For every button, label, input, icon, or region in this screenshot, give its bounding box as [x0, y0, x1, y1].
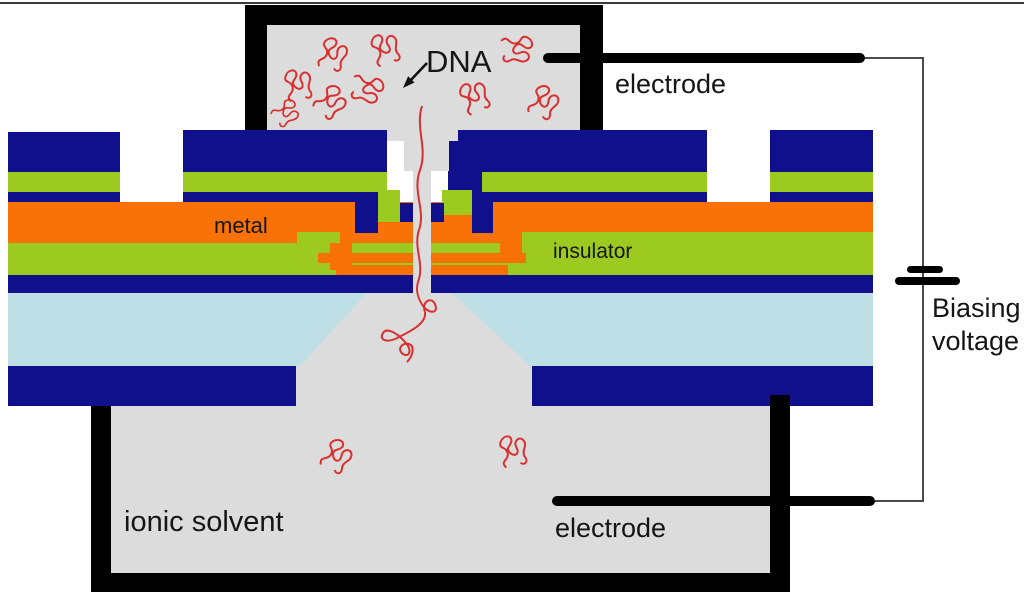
biasing-voltage-label: Biasing voltage [932, 292, 1021, 358]
bottom-chamber-wall-left [91, 406, 111, 592]
bottom-chamber-wall-right [770, 395, 790, 592]
insulator-label: insulator [553, 240, 633, 263]
pore-funnel-top-wide [387, 126, 458, 141]
pore-step-green-right [442, 190, 472, 215]
pore-step-blue-left2 [400, 203, 413, 222]
layer-insulator-right-ext [522, 232, 873, 243]
top-chamber-interior [267, 25, 580, 130]
pore-funnel-bottom-throat [296, 366, 532, 406]
layer-topblue-seg1 [8, 132, 120, 172]
layer-thinblue-seg2 [183, 192, 387, 202]
layer-topgreen-seg4 [770, 172, 873, 192]
layer-metal-finger-left [340, 232, 413, 243]
wire-top-horizontal [865, 57, 924, 59]
dna-arrow-icon [403, 62, 428, 88]
layer-topgreen-seg1 [8, 172, 120, 192]
dna-molecule-icon [350, 74, 386, 105]
dna-strand-icon [380, 105, 437, 363]
biasing-voltage-line2: voltage [932, 326, 1020, 356]
dna-molecule-icon [499, 33, 536, 66]
layer-topgreen-seg2 [183, 172, 387, 192]
pore-finger-orange-left2 [318, 253, 413, 263]
dna-molecule-icon [316, 35, 351, 74]
layer-topblue-seg2 [183, 130, 387, 172]
electrode-bottom-bar [552, 496, 875, 506]
layer-metal-finger-right [431, 232, 522, 243]
pore-finger-orange-right3 [431, 265, 508, 275]
layer-topblue-seg4 [770, 130, 873, 172]
wire-bottom-horizontal [875, 500, 924, 502]
pore-finger-orange-left3 [336, 265, 413, 275]
metal-label: metal [214, 213, 268, 238]
pore-finger-orange-right2 [431, 253, 526, 263]
layer-topgreen-seg3 [448, 172, 707, 192]
ionic-solvent-label: ionic solvent [124, 506, 284, 538]
layer-thinblue-seg4 [770, 192, 873, 202]
pore-step-blue-left1 [355, 196, 378, 233]
layer-metal-thick-left [8, 232, 297, 243]
pore-step-blue-right2 [472, 196, 493, 233]
electrode-bottom-label: electrode [555, 513, 667, 543]
electrode-top-bar [543, 53, 865, 63]
layer-insulator-notch-left [297, 232, 340, 243]
pore-step-green-left [378, 190, 400, 222]
layer-thinblue-seg1 [8, 192, 120, 202]
layer-bottomblue-left [8, 366, 296, 406]
bottom-chamber-wall-bottom [91, 573, 790, 592]
battery-short-bar [907, 266, 943, 273]
biasing-voltage-line1: Biasing [932, 293, 1021, 323]
layer-topblue-seg3 [458, 130, 707, 172]
layer-bottomblue-right [532, 366, 873, 406]
layer-thinblue-seg3 [448, 192, 707, 202]
layer-lowerblue-band [8, 275, 873, 293]
electrode-top-label: electrode [615, 69, 727, 99]
battery-long-bar [895, 277, 960, 285]
top-divider-line [0, 2, 1024, 4]
bottom-chamber-interior [111, 406, 770, 573]
pore-step-blue-right1 [431, 203, 444, 222]
dna-label: DNA [426, 44, 492, 79]
